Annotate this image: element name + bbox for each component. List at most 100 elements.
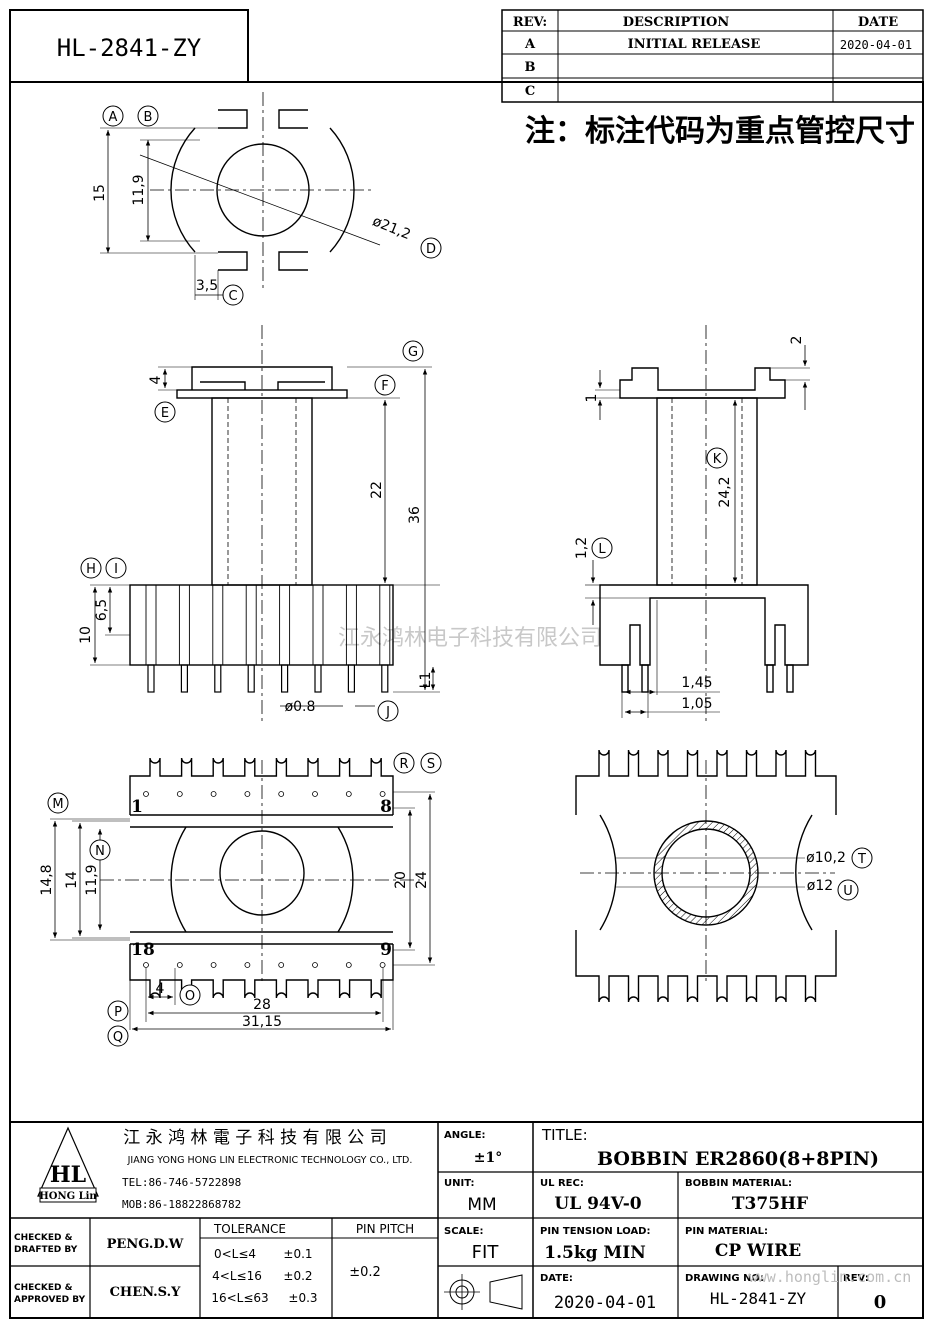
pin-hole (312, 791, 318, 797)
control-note: 注：标注代码为重点管控尺寸 (525, 114, 915, 149)
company-tel: TEL:86-746-5722898 (122, 1176, 241, 1189)
callout-h: H (80, 557, 102, 579)
date-header: DATE (858, 15, 898, 30)
dim-bottom-total: 31,15 (242, 1014, 282, 1030)
svg-text:G: G (408, 345, 418, 360)
checked-drafted-label-1: CHECKED & (14, 1233, 73, 1243)
callout-l: L (591, 537, 613, 559)
pin-material-value: CP WIRE (715, 1241, 801, 1261)
rev-a-description: INITIAL RELEASE (628, 37, 761, 52)
dim-front-base2: 10 (78, 626, 94, 644)
svg-text:O: O (185, 989, 195, 1004)
tolerance-value-2: ±0.2 (283, 1269, 312, 1283)
company-logo: HL HONG Lin (37, 1126, 99, 1203)
top-view (100, 92, 381, 300)
dim-side-winding: 24,2 (717, 476, 733, 507)
svg-text:A: A (109, 110, 118, 125)
pin-hole (143, 962, 149, 968)
bottom-view-labels: 1 8 18 9 14,8 14 11,9 20 24 4 28 31,15 (39, 797, 430, 1030)
front-pin (247, 664, 255, 693)
pin-hole (244, 791, 251, 797)
checked-approved-label-1: CHECKED & (14, 1283, 73, 1293)
dim-front-pin-len: L1 (418, 672, 434, 689)
dim-front-winding: 22 (369, 481, 385, 499)
front-view-labels: 4 22 36 6,5 10 L1 ø0.8 (78, 375, 434, 715)
tolerance-value-3: ±0.3 (288, 1291, 317, 1305)
dim-bottom-h1: 20 (393, 871, 409, 889)
section-view (575, 749, 837, 1003)
watermark-url: www.honglin.com.cn (749, 1268, 912, 1286)
dim-top-slot: 3,5 (196, 278, 218, 294)
callout-i: I (105, 557, 127, 579)
callout-c: C (222, 284, 244, 306)
callout-k: K (706, 447, 728, 469)
dim-section-outer: ø12 (807, 878, 833, 894)
rev-a: A (524, 37, 536, 52)
svg-text:L: L (598, 542, 606, 557)
svg-text:U: U (843, 884, 853, 899)
checked-approved-value: CHEN.S.Y (110, 1285, 182, 1300)
watermark: 江永鸿林电子科技有限公司 (338, 626, 602, 651)
svg-text:R: R (399, 757, 408, 772)
svg-text:I: I (114, 562, 118, 577)
pin-pitch-value: ±0.2 (349, 1265, 381, 1280)
tolerance-value-1: ±0.1 (283, 1247, 312, 1261)
callout-g: G (402, 340, 424, 362)
pin-hole (345, 791, 352, 797)
dim-front-flange: 4 (148, 375, 164, 384)
title-block (10, 1121, 923, 1318)
material-label: BOBBIN MATERIAL: (685, 1178, 792, 1189)
pin-material-label: PIN MATERIAL: (685, 1226, 768, 1237)
front-pin (314, 664, 322, 693)
pin-hole (379, 791, 386, 797)
side-view (585, 325, 810, 725)
rev-b: B (525, 60, 536, 75)
tension-label: PIN TENSION LOAD: (540, 1226, 650, 1237)
dim-front-base1: 6,5 (94, 599, 110, 621)
svg-text:N: N (95, 844, 105, 859)
pin-hole (345, 962, 352, 968)
company-name-cn: 江 永 鸿 林 電 子 科 技 有 限 公 司 (123, 1128, 386, 1148)
svg-text:J: J (385, 705, 390, 720)
pin-1-label: 1 (131, 797, 143, 817)
pin-hole (143, 791, 149, 797)
dim-top-dia: ø21,2 (370, 213, 413, 243)
dim-side-top2: 1 (584, 394, 600, 403)
front-pin (214, 664, 222, 693)
front-pin (381, 664, 389, 693)
svg-text:F: F (381, 379, 388, 394)
pin-hole (176, 962, 183, 968)
rev-label: REV: (843, 1273, 869, 1284)
ul-value: UL 94V-0 (554, 1194, 641, 1214)
tolerance-label: TOLERANCE (213, 1222, 286, 1236)
callout-n: N (89, 839, 111, 861)
pin-hole (176, 791, 183, 797)
pin-hole (312, 962, 318, 968)
dim-side-wall: 1,2 (574, 537, 590, 559)
callout-b: B (137, 105, 159, 127)
svg-text:S: S (427, 757, 435, 772)
tolerance-range-1: 0<L≤4 (214, 1247, 256, 1261)
checked-drafted-label-2: DRAFTED BY (14, 1245, 78, 1255)
pin-pitch-label: PIN PITCH (356, 1222, 414, 1236)
dim-top-height: 15 (92, 184, 108, 202)
callout-e: E (154, 401, 176, 423)
logo-text: HL (50, 1162, 86, 1188)
front-pin (281, 664, 289, 693)
svg-text:E: E (161, 406, 169, 421)
pin-18-label: 18 (131, 940, 155, 960)
callout-f: F (374, 374, 396, 396)
dim-bottom-h2: 24 (414, 871, 430, 889)
pin-hole (210, 791, 217, 797)
pin-hole (379, 962, 386, 968)
callout-u: U (837, 879, 859, 901)
front-pin (347, 664, 355, 693)
unit-value: MM (467, 1195, 496, 1215)
svg-text:M: M (52, 797, 63, 812)
revision-table: REV: DESCRIPTION DATE A INITIAL RELEASE … (501, 9, 924, 103)
ul-label: UL REC: (540, 1178, 584, 1189)
callout-j: J (377, 700, 399, 722)
pin-8-label: 8 (380, 797, 392, 817)
company-name-en: JIANG YONG HONG LIN ELECTRONIC TECHNOLOG… (127, 1155, 413, 1166)
